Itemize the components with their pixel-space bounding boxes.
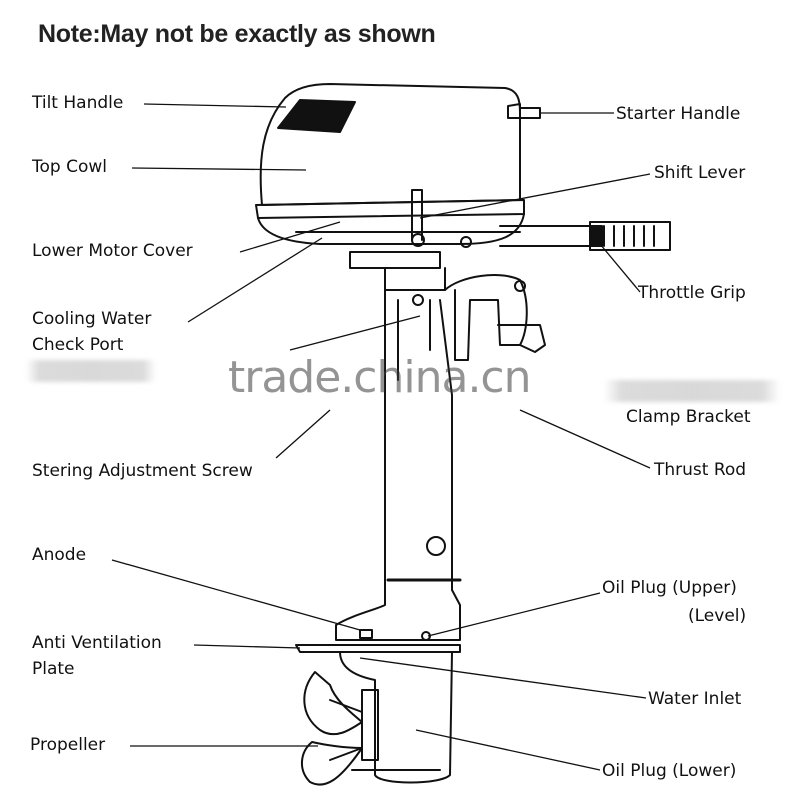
gearcase-shape	[339, 651, 453, 784]
label-shift-lever: Shift Lever	[654, 163, 746, 183]
clamp-bracket-shape	[444, 274, 528, 361]
label-cooling-water-line1: Cooling Water	[32, 309, 152, 329]
blurred-region-right	[604, 380, 780, 402]
disclaimer-note: Note:May not be exactly as shown	[38, 20, 436, 48]
top-cowl-shape	[259, 83, 521, 206]
tilt-handle-shape	[277, 99, 356, 133]
label-thrust-rod: Thrust Rod	[654, 460, 747, 480]
blurred-region-left	[26, 360, 156, 382]
label-throttle-grip: Throttle Grip	[638, 283, 746, 303]
label-oil-plug-upper-line2: (Level)	[688, 606, 747, 626]
lower-motor-cover-shape	[257, 213, 525, 245]
label-steering-adjustment-screw: Stering Adjustment Screw	[32, 461, 253, 481]
label-tilt-handle: Tilt Handle	[32, 93, 124, 113]
label-oil-plug-upper-line1: Oil Plug (Upper)	[602, 578, 737, 598]
label-top-cowl: Top Cowl	[32, 157, 107, 177]
watermark: trade.china.cn	[228, 352, 532, 403]
label-starter-handle: Starter Handle	[616, 104, 741, 124]
label-propeller: Propeller	[30, 735, 106, 755]
label-water-inlet: Water Inlet	[648, 689, 742, 709]
label-anode: Anode	[32, 545, 87, 565]
shift-lever-shape	[411, 189, 423, 241]
label-lower-motor-cover: Lower Motor Cover	[32, 241, 193, 261]
anti-ventilation-plate-shape	[295, 644, 461, 653]
propeller-shape	[303, 671, 363, 736]
label-anti-ventilation-line2: Plate	[32, 659, 75, 679]
label-oil-plug-lower: Oil Plug (Lower)	[602, 761, 737, 781]
label-clamp-bracket: Clamp Bracket	[626, 407, 751, 427]
label-cooling-water-line2: Check Port	[32, 335, 124, 355]
anode-shape	[359, 629, 373, 639]
shaft-housing-shape	[335, 289, 461, 641]
starter-handle-shape	[507, 103, 541, 119]
label-anti-ventilation-line1: Anti Ventilation	[32, 633, 162, 653]
